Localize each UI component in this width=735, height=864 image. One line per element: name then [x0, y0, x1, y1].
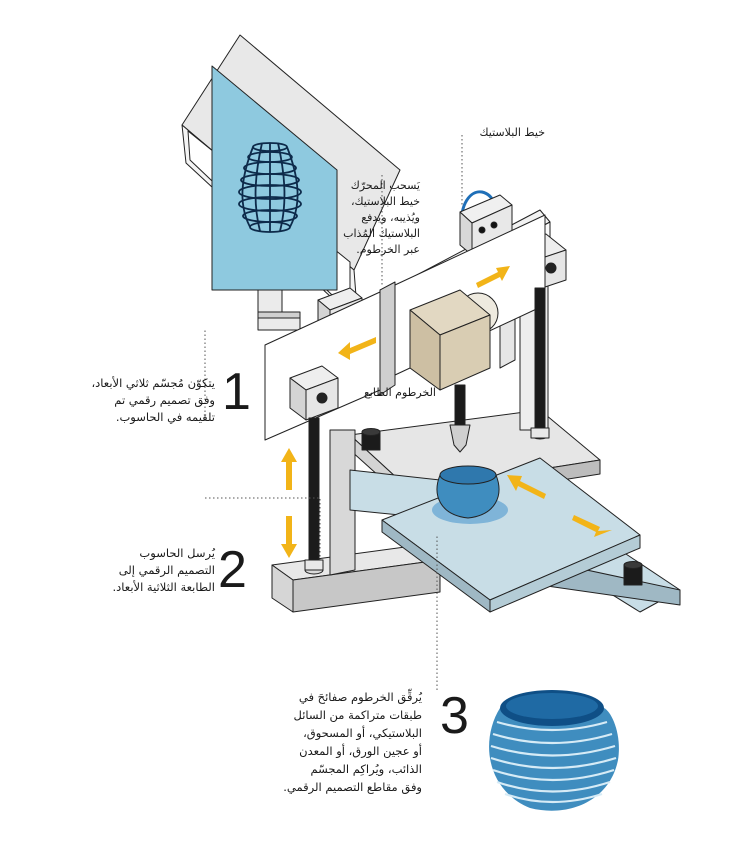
build-platform [381, 457, 641, 613]
step-number-3: 3 [440, 687, 469, 745]
arrow-z-up [281, 448, 297, 490]
printed-object-on-platform [432, 465, 508, 524]
arrow-x-right [476, 266, 510, 288]
arrow-x-left [338, 337, 376, 360]
label-step1: يتكوّن مُجسّم ثلاثي الأبعاد، وفق تصميم ر… [91, 376, 215, 424]
step-number-1: 1 [222, 363, 251, 421]
print-nozzle [449, 384, 471, 453]
step-number-2: 2 [218, 541, 247, 599]
wireframe-model [238, 142, 302, 233]
arrow-y-back [507, 475, 546, 499]
monitor-screen [211, 65, 338, 291]
left-z-rod [308, 417, 320, 569]
leader-lines [204, 135, 463, 690]
right-z-rod [534, 287, 546, 434]
label-filament: خيط البلاستيك [479, 126, 545, 139]
finished-object [489, 690, 619, 811]
front-knob [623, 561, 643, 586]
rear-knob [361, 428, 381, 451]
left-z-block [289, 365, 339, 421]
arrow-z-down [281, 516, 297, 558]
extruder-motor [409, 289, 499, 391]
label-motor: يَسحب المحرّك خيط البلاستيك، ويُذيبه، وي… [343, 179, 420, 256]
label-nozzle: الخرطوم الطابع [363, 386, 436, 399]
label-step3: يُرقِّق الخرطوم صفائحَ في طبقات متراكمة … [283, 690, 422, 794]
label-step2: يُرسل الحاسوب التصميم الرقمي إلى الطابعة… [112, 546, 215, 594]
arrow-y-front [572, 515, 612, 537]
motion-arrows [281, 266, 612, 558]
filament-feeder [459, 194, 513, 256]
